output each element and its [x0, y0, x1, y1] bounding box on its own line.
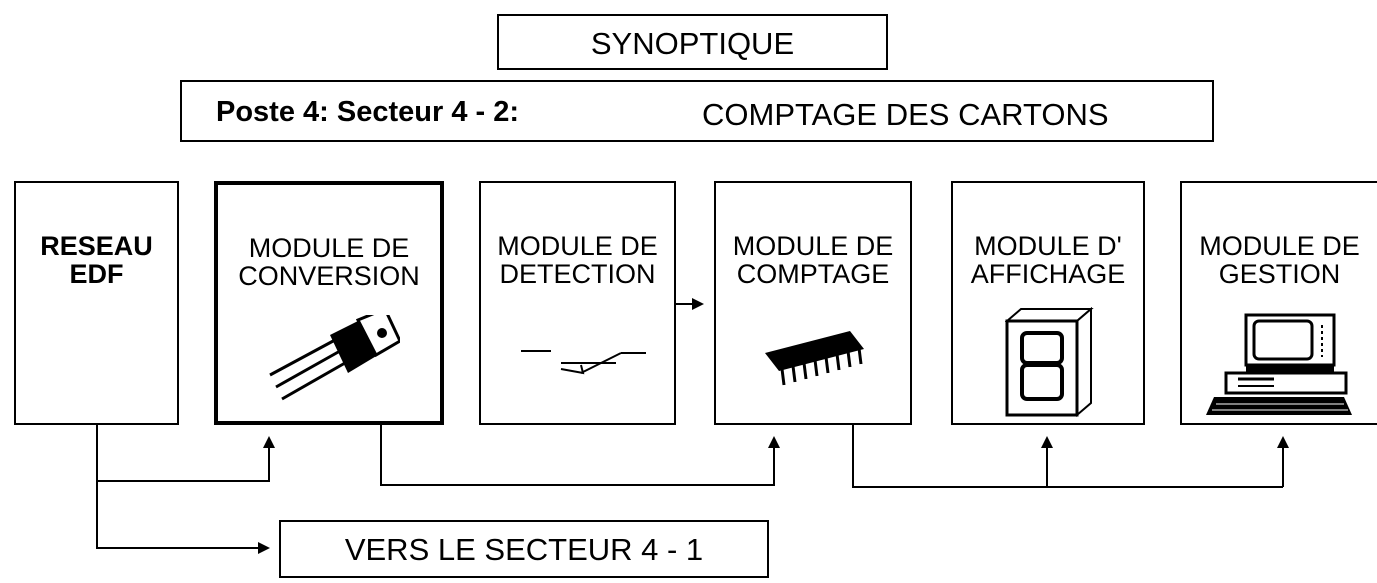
output-sector-label: VERS LE SECTEUR 4 - 1	[344, 532, 704, 567]
diagram-title: SYNOPTIQUE	[590, 26, 795, 61]
diagram-title-box: SYNOPTIQUE	[497, 14, 888, 70]
module-label-line1: MODULE D'	[974, 231, 1122, 261]
wire-comptage-to-outputs	[852, 425, 1283, 488]
module-label-line2: CONVERSION	[238, 261, 420, 291]
module-affichage: MODULE D' AFFICHAGE	[951, 181, 1145, 425]
computer-icon	[1206, 313, 1352, 415]
module-label-line2: AFFICHAGE	[970, 259, 1126, 289]
output-sector-box: VERS LE SECTEUR 4 - 1	[279, 520, 769, 578]
subtitle-function: COMPTAGE DES CARTONS	[702, 97, 1109, 132]
module-label-line2: GESTION	[1218, 259, 1341, 289]
module-label-line1: MODULE DE	[497, 231, 658, 261]
module-label-line2: DETECTION	[499, 259, 656, 289]
module-gestion: MODULE DE GESTION	[1180, 181, 1377, 425]
module-label-line1: MODULE DE	[1199, 231, 1360, 261]
wire-conversion-to-comptage	[380, 425, 780, 486]
wire-edf-to-output	[96, 481, 270, 554]
switch-icon	[521, 350, 646, 375]
transistor-icon	[269, 315, 400, 401]
module-reseau-edf: RESEAU EDF	[14, 181, 179, 425]
module-conversion: MODULE DE CONVERSION	[214, 181, 444, 425]
module-label-line1: RESEAU	[40, 231, 153, 261]
module-label-line1: MODULE DE	[248, 233, 410, 263]
chip-icon	[765, 331, 864, 386]
module-label-line2: COMPTAGE	[736, 259, 890, 289]
module-comptage: MODULE DE COMPTAGE	[714, 181, 912, 425]
module-detection: MODULE DE DETECTION	[479, 181, 676, 425]
diagram-subtitle-box: Poste 4: Secteur 4 - 2: COMPTAGE DES CAR…	[180, 80, 1214, 142]
wire-edf-to-conversion	[96, 425, 275, 482]
module-label-line1: MODULE DE	[732, 231, 894, 261]
subtitle-post-sector: Poste 4: Secteur 4 - 2:	[216, 96, 519, 128]
seven-segment-display-icon	[1005, 307, 1094, 418]
module-label-line2: EDF	[69, 259, 124, 289]
